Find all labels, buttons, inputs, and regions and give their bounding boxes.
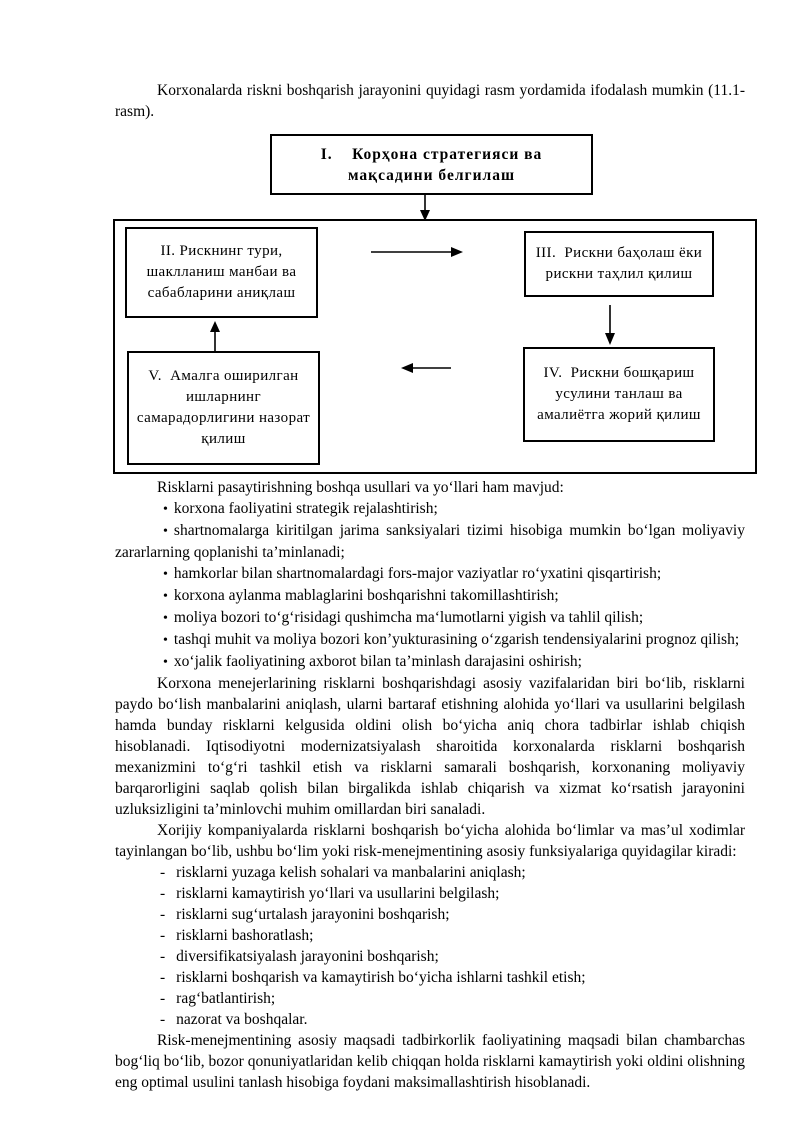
intro-paragraph: Korxonalarda riskni boshqarish jarayonin… <box>115 82 745 120</box>
bullet-item: • moliya bozori to‘g‘risidagi qushimcha m… <box>115 607 745 629</box>
dash-item: -risklarni kamaytirish yo‘llari va usull… <box>115 883 745 904</box>
bullet-icon: • <box>163 655 168 670</box>
bullet-item: •shartnomalarga kiritilgan jarima sanksi… <box>115 520 745 563</box>
dash-item: -risklarni bashoratlash; <box>115 925 745 946</box>
flowchart-box-strategy-label: I. Корҳона стратегияси ва мақсадини белг… <box>320 145 543 184</box>
bullet-text: tashqi muhit va moliya bozori kon’yuktur… <box>173 631 740 648</box>
dash-icon: - <box>160 948 166 965</box>
flowchart-box-method-selection-label: IV. Рискни бошқариш усулини танлаш ва ам… <box>537 365 701 423</box>
arrow-up-icon <box>208 321 222 351</box>
bullet-icon: • <box>163 633 168 648</box>
flowchart-box-strategy: I. Корҳона стратегияси ва мақсадини белг… <box>270 134 593 195</box>
arrow-left-icon <box>401 361 451 375</box>
flowchart-box-risk-assessment-label: III. Рискни баҳолаш ёки рискни таҳлил қи… <box>535 245 703 282</box>
bullet-icon: • <box>163 502 168 517</box>
bullet-text: korxona aylanma mablaglarini boshqarishn… <box>173 587 559 604</box>
paragraph-managers: Korxona menejerlarining risklarni boshqa… <box>115 675 745 818</box>
bullet-text: hamkorlar bilan shartnomalardagi fors-ma… <box>173 565 662 582</box>
bullet-list-intro: Risklarni pasaytirishning boshqa usullar… <box>157 479 564 496</box>
dash-icon: - <box>160 885 166 902</box>
arrow-down-icon <box>603 305 617 345</box>
bullet-item: • korxona faoliyatini strategik rejalasht… <box>115 498 745 520</box>
bullet-icon: • <box>163 589 168 604</box>
dash-item: -risklarni boshqarish va kamaytirish bo‘… <box>115 967 745 988</box>
flowchart-box-risk-type-label: II. Рискнинг тури, шаклланиш манбаи ва с… <box>146 243 297 301</box>
flowchart-box-control-label: V. Амалга оширилган ишларнинг самарадорл… <box>136 368 311 447</box>
paragraph-foreign-companies: Xorijiy kompaniyalarda risklarni boshqar… <box>115 822 745 860</box>
bullet-item: • xo‘jalik faoliyatining axborot bilan ta… <box>115 651 745 673</box>
dash-item: -diversifikatsiyalash jarayonini boshqar… <box>115 946 745 967</box>
dash-item: -risklarni sug‘urtalash jarayonini boshq… <box>115 904 745 925</box>
risk-management-flowchart: I. Корҳона стратегияси ва мақсадини белг… <box>113 127 759 475</box>
bullet-text: shartnomalarga kiritilgan jarima sanksiy… <box>115 522 745 561</box>
arrow-down-icon <box>418 193 432 221</box>
bullet-item: • tashqi muhit va moliya bozori kon’yuktu… <box>115 629 745 651</box>
bullet-text: moliya bozori to‘g‘risidagi qushimcha ma… <box>173 609 644 626</box>
dash-icon: - <box>160 864 166 881</box>
flowchart-box-control: V. Амалга оширилган ишларнинг самарадорл… <box>127 351 320 465</box>
paragraph-final: Risk-menejmentining asosiy maqsadi tadbi… <box>115 1032 745 1091</box>
dash-item: -rag‘batlantirish; <box>115 988 745 1009</box>
dash-text: rag‘batlantirish; <box>176 990 276 1007</box>
arrow-right-icon <box>371 245 463 259</box>
bullet-item: • hamkorlar bilan shartnomalardagi fors-m… <box>115 563 745 585</box>
dash-text: diversifikatsiyalash jarayonini boshqari… <box>176 948 439 965</box>
dash-text: risklarni kamaytirish yo‘llari va usulla… <box>176 885 500 902</box>
dash-icon: - <box>160 990 166 1007</box>
dash-item: -risklarni yuzaga kelish sohalari va man… <box>115 862 745 883</box>
bullet-icon: • <box>163 567 168 582</box>
dash-text: risklarni boshqarish va kamaytirish bo‘y… <box>176 969 586 986</box>
flowchart-box-method-selection: IV. Рискни бошқариш усулини танлаш ва ам… <box>523 347 715 442</box>
bullet-text: korxona faoliyatini strategik rejalashti… <box>173 500 438 517</box>
dash-text: risklarni bashoratlash; <box>176 927 314 944</box>
dash-text: risklarni yuzaga kelish sohalari va manb… <box>176 864 526 881</box>
dash-item: -nazorat va boshqalar. <box>115 1009 745 1030</box>
flowchart-box-risk-assessment: III. Рискни баҳолаш ёки рискни таҳлил қи… <box>524 231 714 297</box>
dash-icon: - <box>160 906 166 923</box>
bullet-text: xo‘jalik faoliyatining axborot bilan ta’… <box>173 653 582 670</box>
dash-icon: - <box>160 927 166 944</box>
bullet-item: • korxona aylanma mablaglarini boshqarish… <box>115 585 745 607</box>
dash-icon: - <box>160 969 166 986</box>
dash-text: nazorat va boshqalar. <box>176 1011 308 1028</box>
flowchart-box-risk-type: II. Рискнинг тури, шаклланиш манбаи ва с… <box>125 227 318 318</box>
bullet-icon: • <box>163 611 168 626</box>
dash-icon: - <box>160 1011 166 1028</box>
dash-text: risklarni sug‘urtalash jarayonini boshqa… <box>176 906 450 923</box>
bullet-icon: • <box>163 524 168 539</box>
